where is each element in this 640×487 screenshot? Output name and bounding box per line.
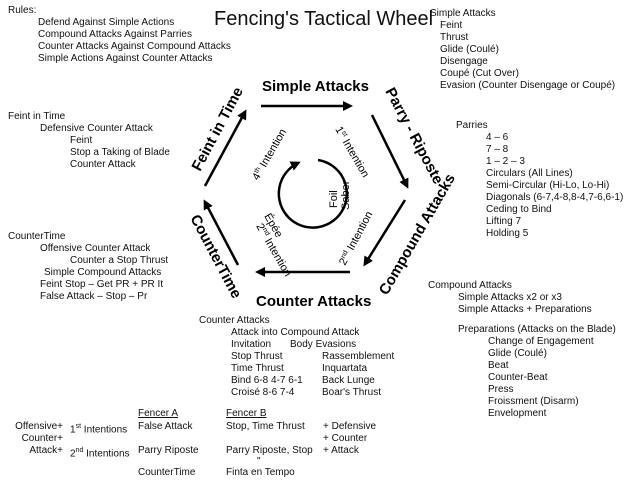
- wheel-arrow-upper-right: [370, 114, 409, 189]
- list-item: Counter-Beat: [488, 372, 548, 383]
- intention-fourth: 4th Intention: [250, 127, 289, 183]
- list-item: Rassemblement: [322, 351, 395, 362]
- list-item: False Attack – Stop – Pr: [40, 291, 148, 302]
- table-left-labels: Offensive+ Counter+ Attack+: [8, 421, 63, 457]
- list-item: Beat: [488, 360, 509, 371]
- feint-in-time-sub: Defensive Counter Attack: [40, 123, 153, 134]
- list-item: Ceding to Bind: [486, 204, 552, 215]
- rules-block: Rules: Defend Against Simple Actions Com…: [8, 5, 231, 65]
- list-item: 7 – 8: [486, 144, 509, 155]
- table-left-label: Attack+: [29, 445, 63, 456]
- page-title: Fencing's Tactical Wheel: [214, 8, 434, 30]
- countertime-sub: Offensive Counter Attack: [40, 243, 151, 254]
- rules-item: Counter Attacks Against Compound Attacks: [38, 41, 231, 52]
- table-left-label: Offensive+: [15, 421, 63, 432]
- rules-item: Defend Against Simple Actions: [38, 17, 175, 28]
- table-cell: Parry Riposte: [138, 445, 199, 456]
- counter-attacks-col2: Body Evasions Rassemblement Inquartata B…: [290, 339, 395, 399]
- table-intention-1: 1st Intentions: [70, 423, 128, 436]
- segment-compound-attacks: Compound Attacks: [376, 171, 459, 298]
- list-item: Evasion (Counter Disengage or Coupé): [440, 80, 616, 91]
- list-item: 4 – 6: [486, 132, 509, 143]
- list-item: Semi-Circular (Hi-Lo, Lo-Hi): [486, 180, 610, 191]
- compound-attacks-heading: Compound Attacks: [428, 280, 512, 291]
- counter-attacks-first: Attack into Compound Attack: [231, 327, 360, 338]
- countertime-heading: CounterTime: [8, 231, 66, 242]
- list-item: Diagonals (6-7,4-8,8-4,7-6,6-1): [486, 192, 624, 203]
- list-item: Boar's Thrust: [322, 387, 381, 398]
- table-cell: CounterTime: [138, 467, 196, 478]
- list-item: Stop Thrust: [231, 351, 283, 362]
- rules-item: Simple Actions Against Counter Attacks: [38, 53, 213, 64]
- list-item: Feint: [440, 20, 463, 31]
- table-right-label: + Defensive: [323, 421, 377, 432]
- preparations-heading: Preparations (Attacks on the Blade): [458, 324, 616, 335]
- wheel-arrow-lower-left: [203, 199, 240, 266]
- feint-in-time-list: Feint in Time Defensive Counter Attack F…: [8, 111, 170, 171]
- list-item: Croisé 8-6 7-4: [231, 387, 295, 398]
- weapon-saber: Saber: [340, 180, 352, 210]
- simple-attacks-list: Simple Attacks Feint Thrust Glide (Coulé…: [430, 8, 615, 92]
- fencer-a-heading: Fencer A: [138, 408, 179, 419]
- segment-simple-attacks: Simple Attacks: [262, 78, 369, 95]
- list-item: 1 – 2 – 3: [486, 156, 525, 167]
- list-item: Froissment (Disarm): [488, 396, 579, 407]
- ditto-mark: ": [257, 456, 261, 467]
- rules-item: Compound Attacks Against Parries: [38, 29, 192, 40]
- table-intention-2: 2nd Intentions: [70, 447, 130, 460]
- table-right-label: + Attack: [323, 445, 359, 456]
- simple-attacks-heading: Simple Attacks: [430, 8, 496, 19]
- list-item: Disengage: [440, 56, 488, 67]
- list-item: Glide (Coulé): [440, 44, 499, 55]
- table-right-label: + Counter: [323, 433, 368, 444]
- list-item: Back Lunge: [322, 375, 375, 386]
- list-item: Body Evasions: [290, 339, 357, 350]
- list-item: Coupé (Cut Over): [440, 68, 519, 79]
- list-item: Time Thrust: [231, 363, 284, 374]
- list-item: Change of Engagement: [488, 336, 594, 347]
- segment-countertime: CounterTime: [186, 212, 244, 301]
- rules-heading: Rules:: [8, 5, 37, 16]
- list-item: Feint: [70, 135, 93, 146]
- wheel-arrow-upper-left: [203, 109, 247, 187]
- segment-counter-attacks: Counter Attacks: [256, 293, 371, 310]
- weapon-foil: Foil: [328, 190, 340, 208]
- table-cell: Stop, Time Thrust: [226, 421, 305, 432]
- list-item: Invitation: [231, 339, 272, 350]
- fencer-b-heading: Fencer B: [226, 408, 267, 419]
- list-item: Stop a Taking of Blade: [70, 147, 170, 158]
- list-item: Holding 5: [486, 228, 529, 239]
- parries-list: Parries 4 – 6 7 – 8 1 – 2 – 3 Circulars …: [456, 120, 623, 240]
- list-item: Press: [488, 384, 514, 395]
- counter-attacks-heading: Counter Attacks: [199, 315, 270, 326]
- list-item: Simple Compound Attacks: [44, 267, 162, 278]
- list-item: Circulars (All Lines): [486, 168, 573, 179]
- table-cell: Parry Riposte, Stop: [226, 445, 313, 456]
- list-item: Bind 6-8 4-7 6-1: [231, 375, 303, 386]
- list-item: Feint Stop – Get PR + PR It: [40, 279, 164, 290]
- list-item: Glide (Coulé): [488, 348, 547, 359]
- list-item: Simple Attacks + Preparations: [458, 304, 592, 315]
- segment-parry-riposte: Parry - Riposte: [381, 85, 446, 187]
- countertime-list: CounterTime Offensive Counter Attack Cou…: [8, 231, 168, 303]
- list-item: Counter Attack: [70, 159, 136, 170]
- parries-heading: Parries: [456, 120, 488, 131]
- list-item: Envelopment: [488, 408, 547, 419]
- inner-circular-arrow: [277, 158, 349, 229]
- counter-attacks-col1: Invitation Stop Thrust Time Thrust Bind …: [231, 339, 303, 399]
- table-cell: False Attack: [138, 421, 193, 432]
- table-cell: Finta en Tempo: [226, 467, 295, 478]
- table-left-label: Counter+: [21, 433, 63, 444]
- list-item: Counter a Stop Thrust: [70, 255, 169, 266]
- list-item: Simple Attacks x2 or x3: [458, 292, 562, 303]
- table-right-labels: + Defensive + Counter + Attack: [323, 421, 376, 457]
- feint-in-time-heading: Feint in Time: [8, 111, 66, 122]
- list-item: Thrust: [440, 32, 469, 43]
- wheel-arrow-lower-right: [363, 199, 407, 267]
- list-item: Lifting 7: [486, 216, 522, 227]
- list-item: Inquartata: [322, 363, 368, 374]
- compound-attacks-list: Compound Attacks Simple Attacks x2 or x3…: [428, 280, 616, 420]
